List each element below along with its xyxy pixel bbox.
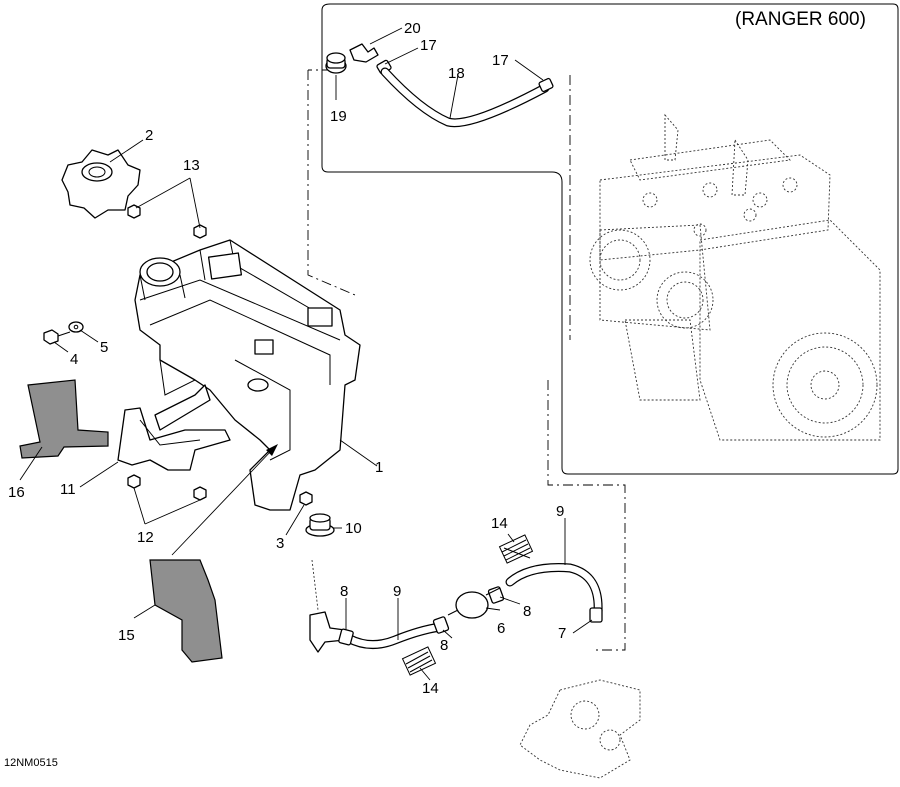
callout-4: 4 bbox=[70, 351, 78, 368]
callout-14-lower: 14 bbox=[422, 680, 439, 697]
oil-pump-illustration bbox=[519, 679, 641, 779]
part-9-hose-left bbox=[343, 622, 445, 649]
callout-9-right: 9 bbox=[556, 503, 564, 520]
callout-1: 1 bbox=[375, 459, 383, 476]
part-18-vent-hose bbox=[380, 67, 550, 128]
part-11-heat-shield bbox=[117, 384, 231, 471]
part-3-nut bbox=[299, 491, 313, 506]
callout-13: 13 bbox=[183, 157, 200, 174]
callout-17-right: 17 bbox=[492, 52, 509, 69]
part-15-pad bbox=[149, 559, 223, 663]
filler-neck bbox=[139, 257, 186, 301]
part-7-clamp bbox=[589, 607, 603, 623]
callout-18: 18 bbox=[448, 65, 465, 82]
callout-20: 20 bbox=[404, 20, 421, 37]
callout-3: 3 bbox=[276, 535, 284, 552]
part-14-spring-lower bbox=[401, 646, 437, 676]
callout-8-right: 8 bbox=[523, 603, 531, 620]
part-16-pad bbox=[19, 379, 109, 459]
leader-lines bbox=[19, 27, 593, 681]
callout-9-left: 9 bbox=[393, 583, 401, 600]
part-6-filter bbox=[447, 587, 501, 619]
callout-16: 16 bbox=[8, 484, 25, 501]
part-2-filler-cap bbox=[61, 149, 141, 219]
callout-5: 5 bbox=[100, 339, 108, 356]
inset-frame bbox=[321, 3, 899, 475]
inset-title: (RANGER 600) bbox=[735, 9, 866, 30]
engine-illustration bbox=[589, 113, 881, 441]
callout-8-middle: 8 bbox=[440, 637, 448, 654]
callout-2: 2 bbox=[145, 127, 153, 144]
diagram-code: 12NM0515 bbox=[4, 757, 58, 769]
part-9-hose-right bbox=[505, 563, 603, 617]
part-8-clamps bbox=[338, 586, 505, 646]
callout-12: 12 bbox=[137, 529, 154, 546]
inset-connector-lines bbox=[307, 69, 626, 651]
callouts: 1 2 3 4 5 6 7 8 8 8 9 9 10 11 12 13 14 1… bbox=[8, 20, 566, 697]
callout-15: 15 bbox=[118, 627, 135, 644]
part-17-clamp-lower bbox=[538, 77, 554, 93]
part-10-grommet bbox=[305, 513, 335, 537]
callout-17-upper: 17 bbox=[420, 37, 437, 54]
part-13-nuts bbox=[127, 204, 207, 239]
part-19-grommet bbox=[325, 52, 347, 74]
callout-14-upper: 14 bbox=[491, 515, 508, 532]
part-1-oil-tank bbox=[134, 239, 361, 511]
callout-8-left: 8 bbox=[340, 583, 348, 600]
callout-19: 19 bbox=[330, 108, 347, 125]
part-20-elbow-fitting bbox=[349, 43, 379, 63]
part-14-spring-upper bbox=[498, 534, 534, 564]
callout-10: 10 bbox=[345, 520, 362, 537]
callout-7: 7 bbox=[558, 625, 566, 642]
part-5-washer bbox=[68, 321, 84, 333]
part-12-screws bbox=[127, 474, 207, 501]
direction-arrow bbox=[171, 444, 278, 556]
callout-11: 11 bbox=[60, 481, 76, 498]
part-4-bolt bbox=[43, 329, 71, 345]
callout-6: 6 bbox=[497, 620, 505, 637]
